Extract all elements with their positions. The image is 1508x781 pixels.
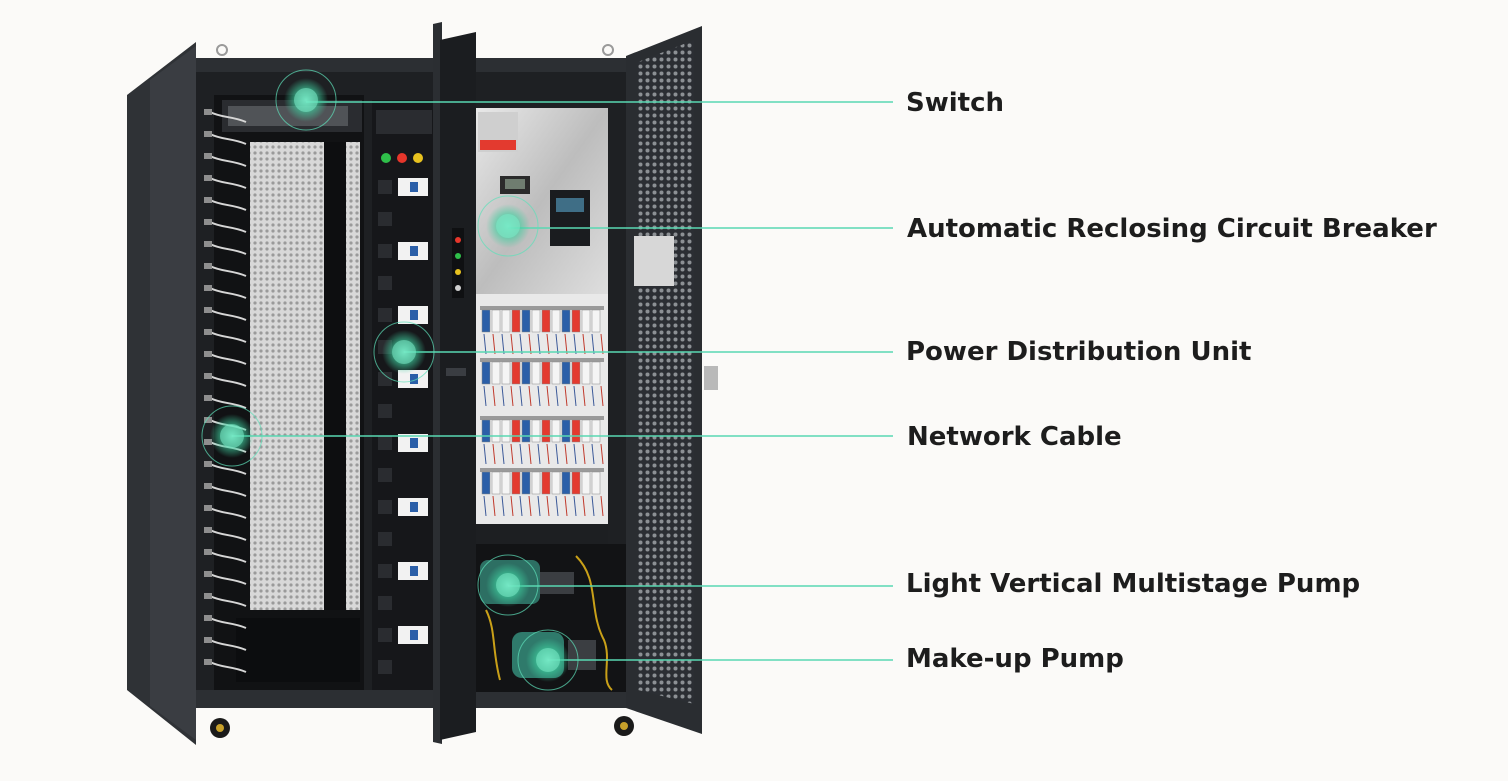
- marker-ring-switch: [275, 69, 337, 131]
- marker-dot-circuit-breaker: [496, 214, 520, 238]
- electrical-panel: [476, 108, 608, 544]
- marker-ring-circuit-breaker: [477, 195, 539, 257]
- marker-ring-network-cable: [201, 405, 263, 467]
- callout-label-makeup-pump: Make-up Pump: [906, 644, 1124, 674]
- left-compartment: [214, 95, 364, 690]
- callout-label-pdu: Power Distribution Unit: [906, 337, 1252, 367]
- callout-label-switch: Switch: [906, 88, 1005, 118]
- marker-dot-network-cable: [220, 424, 244, 448]
- callout-label-network-cable: Network Cable: [907, 422, 1122, 452]
- callout-label-circuit-breaker: Automatic Reclosing Circuit Breaker: [907, 214, 1437, 244]
- right-door: [626, 26, 718, 734]
- marker-dot-pdu: [392, 340, 416, 364]
- marker-dot-makeup-pump: [536, 648, 560, 672]
- callout-leaders: [201, 69, 893, 691]
- marker-ring-makeup-pump: [517, 629, 579, 691]
- caster-wheels: [210, 716, 634, 738]
- marker-dot-vertical-pump: [496, 573, 520, 597]
- callout-label-vertical-pump: Light Vertical Multistage Pump: [906, 569, 1361, 599]
- marker-ring-vertical-pump: [477, 554, 539, 616]
- marker-dot-switch: [294, 88, 318, 112]
- marker-ring-pdu: [373, 321, 435, 383]
- network-cable-harness: [204, 109, 247, 673]
- left-door-leaf: [433, 22, 476, 744]
- pdu-column: [372, 100, 436, 690]
